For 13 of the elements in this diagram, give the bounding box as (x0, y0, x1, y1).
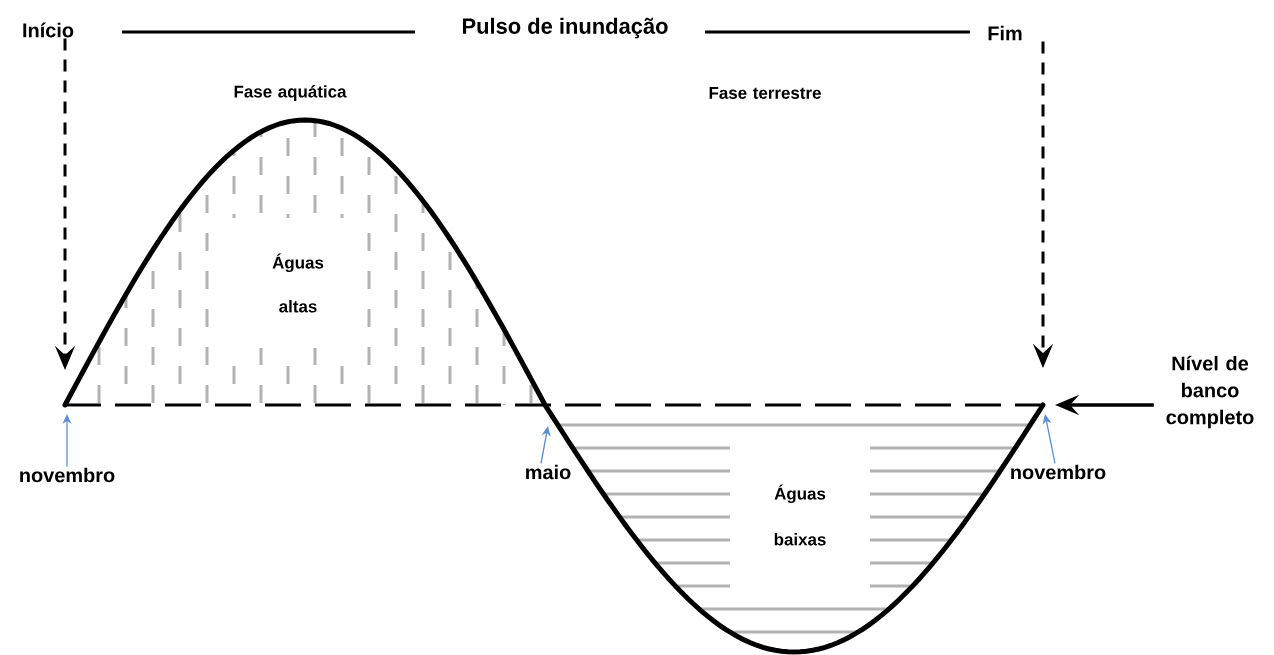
phase-label: Fase aquática (234, 85, 347, 101)
month-label: novembro (17, 466, 117, 484)
arrow (1042, 414, 1056, 465)
month-label: maio (523, 463, 573, 481)
marker-label: Início (21, 21, 76, 39)
region-label: Águas altas (230, 218, 366, 348)
phase-label: Fase terrestre (709, 87, 821, 99)
region-label: Águas baixas (730, 432, 870, 598)
marker-label: Nível de banco completo (1154, 354, 1266, 430)
month-label: novembro (1008, 463, 1108, 481)
title: Pulso de inundação (462, 17, 668, 39)
arrow (540, 426, 551, 465)
marker-label: Fim (986, 24, 1024, 42)
